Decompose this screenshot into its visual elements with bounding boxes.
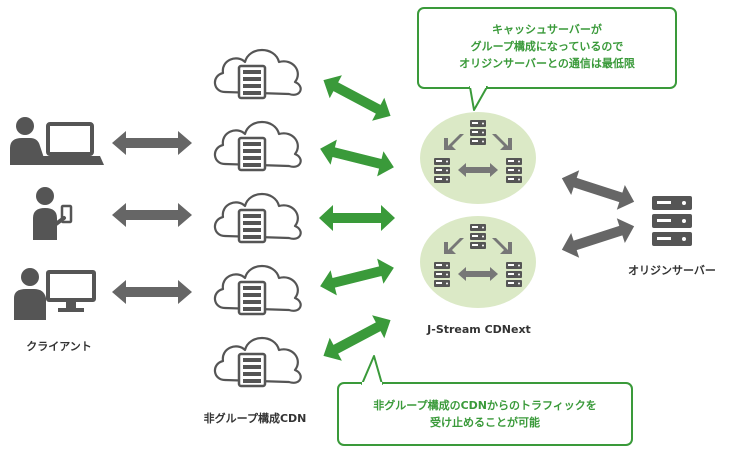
jstream-cluster-1-icon (420, 112, 536, 204)
cdn-cloud-5-icon (213, 336, 302, 388)
cdn-cloud-4-icon (213, 264, 302, 316)
client-laptop-icon (10, 117, 104, 165)
green-arrow-3 (319, 205, 395, 231)
client-label: クライアント (26, 340, 92, 353)
client-cdn-arrow-2 (112, 203, 192, 227)
client-desktop-icon (14, 268, 96, 320)
origin-arrow-1 (557, 165, 639, 215)
cdn-cloud-1-icon (213, 48, 302, 100)
cdn-cloud-3-icon (213, 192, 302, 244)
callout-top-line-1: キャッシュサーバーが (492, 23, 602, 36)
green-arrow-1 (317, 68, 397, 128)
non-group-cdn-label: 非グループ構成CDN (203, 412, 307, 425)
green-arrow-2 (316, 136, 398, 180)
jstream-label: J-Stream CDNext (427, 323, 531, 336)
callout-bottom-line-2: 受け止めることが可能 (430, 416, 540, 429)
green-arrow-4 (316, 255, 398, 299)
callout-top-line-3: オリジンサーバーとの通信は最低限 (459, 57, 635, 70)
client-smartphone-icon (33, 187, 73, 240)
callout-top-box (417, 7, 677, 111)
client-cdn-arrow-1 (112, 131, 192, 155)
callout-bottom-text: 非グループ構成のCDNからのトラフィックを 受け止めることが可能 (338, 397, 632, 431)
callout-bottom-line-1: 非グループ構成のCDNからのトラフィックを (373, 399, 597, 412)
client-cdn-arrow-3 (112, 280, 192, 304)
origin-arrow-2 (557, 213, 639, 263)
callout-top-text: キャッシュサーバーが グループ構成になっているので オリジンサーバーとの通信は最… (418, 21, 676, 72)
callout-bottom-box (337, 355, 633, 446)
green-arrow-5 (317, 308, 397, 368)
jstream-cluster-2-icon (420, 216, 536, 308)
origin-server-icon (652, 196, 692, 246)
origin-label: オリジンサーバー (628, 264, 716, 277)
callout-top-line-2: グループ構成になっているので (470, 40, 624, 53)
cdn-cloud-2-icon (213, 120, 302, 172)
